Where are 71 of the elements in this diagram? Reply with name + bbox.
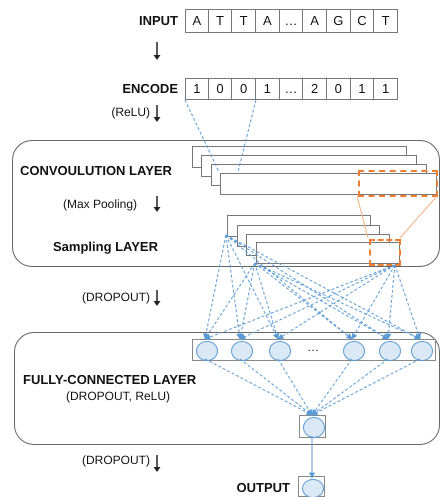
neuron-circle <box>269 341 291 361</box>
encoded-value-cell: 1 <box>350 78 374 100</box>
connector <box>311 358 420 416</box>
connector <box>237 100 256 172</box>
connector <box>203 234 226 340</box>
connector <box>278 264 396 340</box>
nucleotide-cell: A <box>256 9 280 33</box>
layer-title: FULLY-CONNECTED LAYER <box>23 372 196 387</box>
nucleotide-cell: T <box>232 9 256 33</box>
highlight-region <box>358 170 438 197</box>
nucleotide-cell: A <box>185 9 209 33</box>
nucleotide-cell: C <box>350 9 374 33</box>
layer-title: CONVOULUTION LAYER <box>20 163 172 178</box>
connector <box>254 262 389 340</box>
neuron-frame <box>299 415 326 438</box>
connector <box>225 234 388 340</box>
connector <box>240 358 312 416</box>
encoded-value-cell: 0 <box>326 78 351 100</box>
connector <box>309 436 315 479</box>
row-label: OUTPUT <box>236 480 290 494</box>
encoded-value-cell: 1 <box>185 78 209 100</box>
layer-panel <box>12 140 440 267</box>
feature-map-stack <box>226 214 401 264</box>
neuron-circle <box>231 341 253 361</box>
layer-title: Sampling LAYER <box>53 239 158 254</box>
operation-label: (DROPOUT, ReLU) <box>66 389 170 403</box>
connector <box>278 358 312 416</box>
connector <box>312 358 388 416</box>
operation-label: (DROPOUT) <box>82 453 150 467</box>
neuron-circle <box>196 341 218 361</box>
layer-panel <box>14 332 440 445</box>
connector <box>225 234 278 340</box>
encoded-value-cell: 0 <box>232 78 256 100</box>
nucleotide-cell: T <box>374 9 398 33</box>
connector <box>204 358 313 416</box>
encoded-value-cell: 2 <box>303 78 327 100</box>
ellipsis: … <box>307 340 319 354</box>
connector <box>386 264 396 340</box>
highlight-region <box>369 239 401 266</box>
connector <box>352 264 396 340</box>
neuron-circle <box>379 341 401 361</box>
operation-label: (ReLU) <box>111 105 150 119</box>
encoded-value-cell: … <box>280 78 304 100</box>
encoded-value-cell: 1 <box>256 78 280 100</box>
nucleotide-cell: T <box>208 9 232 33</box>
connector <box>394 264 422 340</box>
connector <box>225 234 242 340</box>
neuron-circle <box>411 341 433 361</box>
connector <box>254 262 421 340</box>
connector <box>184 100 220 172</box>
operation-label: (Max Pooling) <box>63 197 138 211</box>
connector <box>254 262 352 340</box>
connector <box>312 358 352 416</box>
encoded-value-cell: 1 <box>374 78 398 100</box>
connector <box>238 262 256 340</box>
connector <box>204 262 256 340</box>
feature-map-stack <box>191 146 437 195</box>
connector <box>225 234 352 340</box>
neuron-circle <box>303 417 325 438</box>
row-label: INPUT <box>139 13 178 28</box>
neuron-circle <box>343 341 365 361</box>
nucleotide-cell: A <box>303 9 327 33</box>
encoded-value-cell: 0 <box>208 78 232 100</box>
neuron-row <box>192 339 436 361</box>
connector <box>239 264 396 340</box>
nucleotide-cell: … <box>280 9 304 33</box>
connector <box>254 262 280 340</box>
neuron-circle <box>302 479 324 497</box>
operation-label: (DROPOUT) <box>82 290 150 304</box>
row-label: ENCODE <box>122 81 178 96</box>
nucleotide-cell: G <box>326 9 351 33</box>
